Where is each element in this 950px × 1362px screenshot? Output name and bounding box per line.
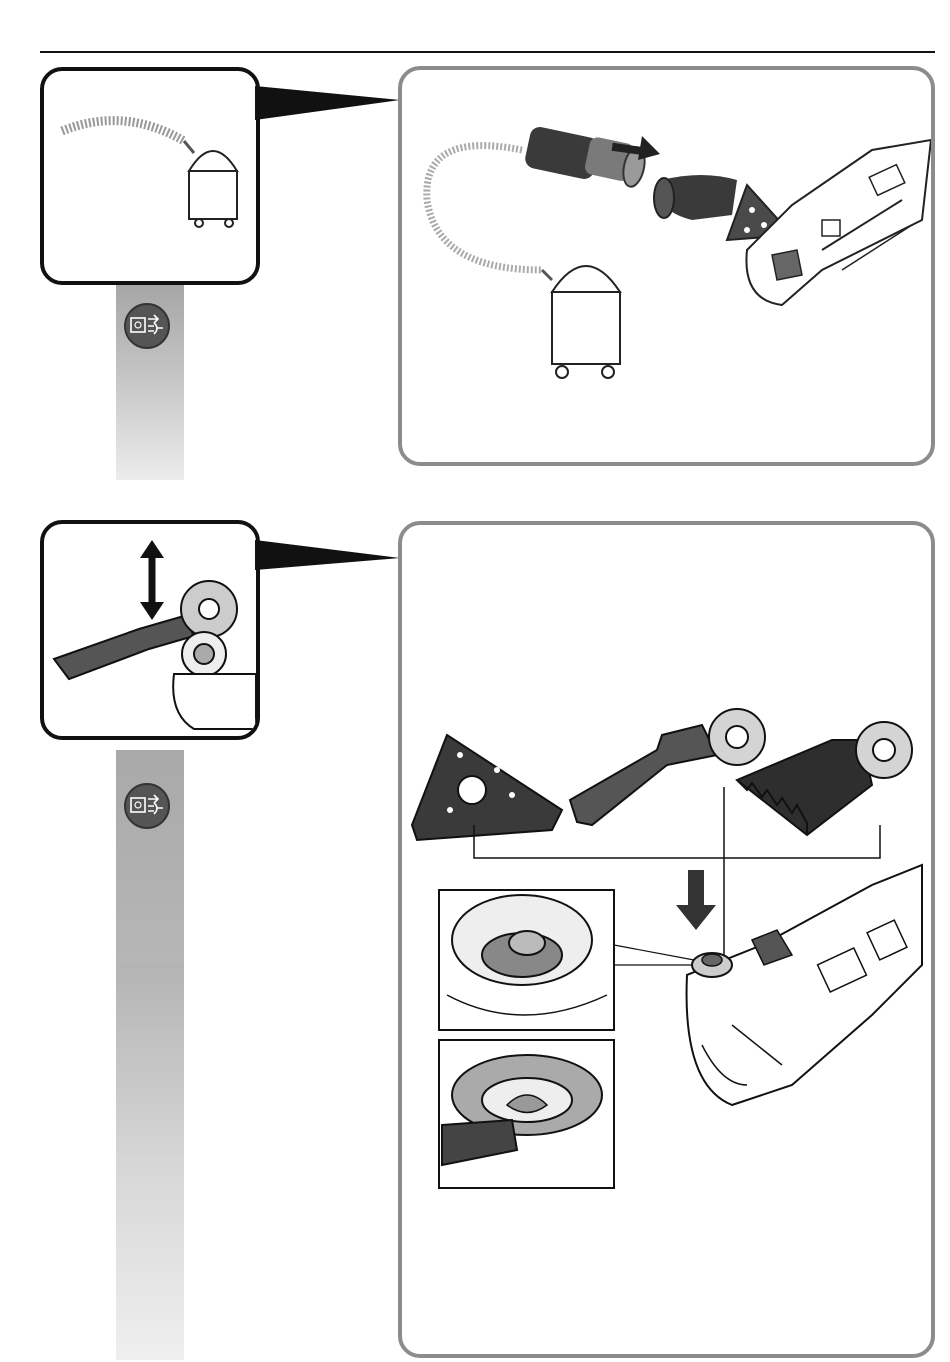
step2-strip-lower	[116, 965, 184, 1360]
dust-extraction-adapter	[523, 125, 648, 188]
step1-thumbnail	[40, 67, 260, 285]
step1-panel	[398, 66, 935, 466]
vacuum-hose	[427, 146, 542, 270]
arrow-down-icon	[676, 870, 716, 930]
callout-pointer-1	[255, 86, 400, 122]
triangular-sanding-pad	[412, 735, 562, 840]
vacuum-extractor	[542, 266, 620, 378]
blade-change-icon	[44, 524, 256, 736]
extraction-nozzle	[654, 175, 737, 220]
vacuum-extractor-icon	[44, 71, 256, 281]
tool-mount-detail-fitted	[439, 1040, 614, 1188]
plunge-saw-blade	[570, 709, 765, 825]
unplug-power-icon-2	[124, 783, 170, 829]
tool-mount-detail-top	[439, 890, 614, 1030]
double-arrow-icon	[140, 540, 164, 620]
step1-illustration	[402, 70, 931, 462]
step2-panel	[398, 521, 935, 1358]
oscillating-multitool-2	[687, 865, 922, 1105]
header-rule	[40, 51, 935, 53]
oscillating-multitool	[727, 140, 931, 305]
callout-pointer-2	[255, 540, 400, 576]
unplug-power-icon	[124, 303, 170, 349]
step2-thumbnail	[40, 520, 260, 740]
step2-illustration	[402, 525, 931, 1354]
